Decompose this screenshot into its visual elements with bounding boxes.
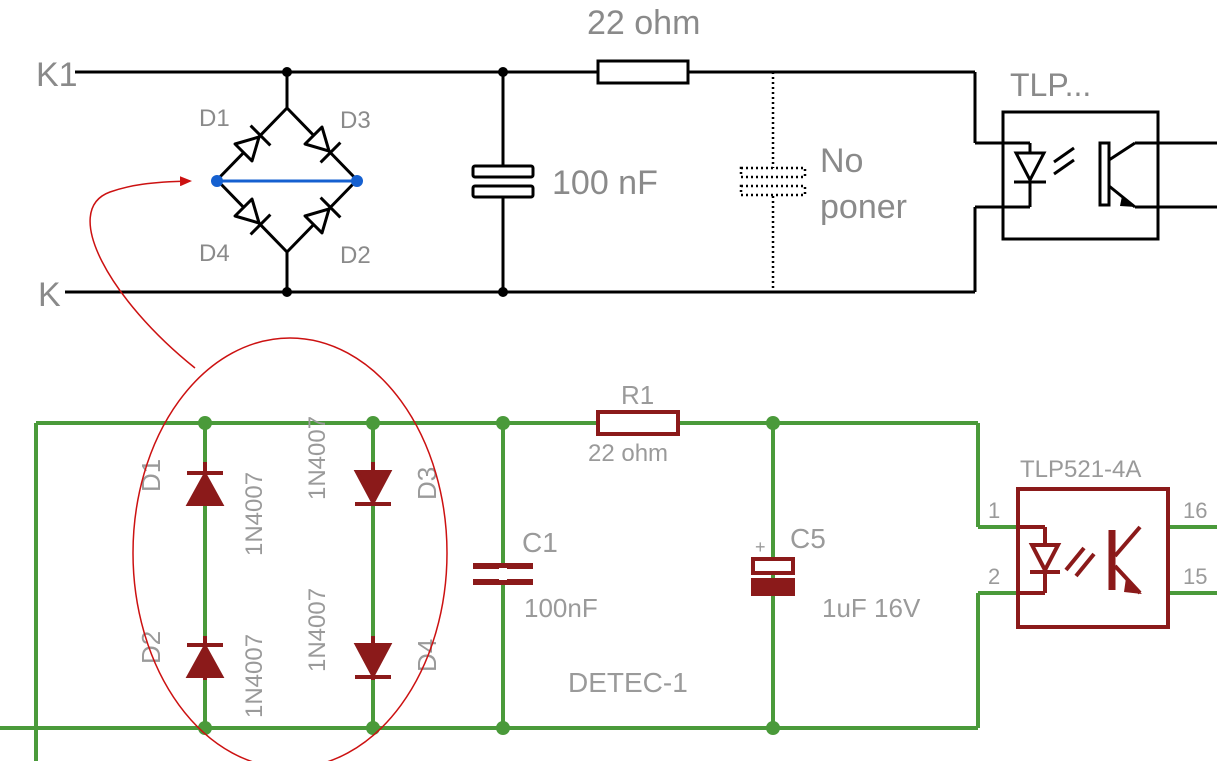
capacitor-c5-symbol (751, 557, 795, 596)
diode-d4-pcb-symbol (353, 636, 393, 680)
bridge-link-node-left (211, 175, 223, 187)
bridge-link-node-right (351, 175, 363, 187)
diode-d3-label: D3 (340, 107, 371, 134)
c5-value-label: 1uF 16V (822, 593, 921, 623)
resistor-value-label: 22 ohm (587, 4, 700, 42)
pin-15-label: 15 (1183, 564, 1207, 589)
pcb-diode-d1-part: 1N4007 (241, 472, 268, 556)
optional-cap-note-line2: poner (820, 188, 907, 226)
diode-d4-symbol (233, 197, 272, 236)
resistor-r1-symbol (596, 410, 680, 436)
pcb-diode-d3-label: D3 (412, 467, 442, 500)
top-junctions (282, 67, 508, 297)
optional-capacitor-dotted (739, 72, 807, 292)
optional-cap-note-line1: No (820, 142, 863, 180)
pin-16-label: 16 (1183, 498, 1207, 523)
net-label-detec: DETEC-1 (568, 667, 688, 698)
optocoupler-bottom (1016, 487, 1170, 629)
pin-2-label: 2 (988, 564, 1000, 589)
bottom-junctions (198, 416, 780, 735)
bridge-diodes (233, 124, 342, 236)
bottom-diodes (185, 462, 393, 680)
diode-d3-pcb-symbol (353, 462, 393, 507)
transistor-emitter-arrow (1120, 196, 1136, 207)
annotation-ellipse (132, 337, 448, 761)
top-wires (65, 70, 1005, 294)
c5-name-label: C5 (790, 523, 826, 554)
diode-d4-label: D4 (199, 240, 230, 267)
terminal-k-label: K (38, 276, 61, 314)
optocoupler-part-label: TLP521-4A (1020, 456, 1141, 483)
resistor-22-ohm-symbol (596, 59, 690, 85)
c1-name-label: C1 (522, 527, 558, 558)
top-schematic: K1 K D1 D3 D4 D2 22 ohm 100 nF No poner … (36, 4, 1217, 314)
pcb-diode-d3-part: 1N4007 (304, 416, 331, 500)
optocoupler-top-label: TLP... (1010, 67, 1091, 103)
capacitor-value-label: 100 nF (552, 164, 658, 202)
diode-d1-pcb-symbol (185, 462, 225, 506)
bottom-schematic: + R1 22 ohm (0, 380, 1217, 761)
r1-value-label: 22 ohm (588, 440, 668, 467)
capacitor-100nf-symbol (471, 164, 535, 199)
diode-d1-label: D1 (199, 105, 230, 132)
pcb-diode-d2-label: D2 (136, 631, 166, 664)
diode-d2-symbol (303, 196, 342, 235)
red-annotation (89, 176, 448, 761)
pcb-diode-d4-part: 1N4007 (304, 588, 331, 672)
diode-d2-label: D2 (340, 242, 371, 269)
r1-name-label: R1 (621, 380, 654, 410)
c5-polarity-mark: + (755, 537, 766, 557)
c1-value-label: 100nF (524, 593, 598, 623)
capacitor-c1-symbol (473, 563, 533, 585)
terminal-k1-label: K1 (36, 56, 78, 94)
pcb-diode-d4-label: D4 (412, 639, 442, 672)
optocoupler-top (1001, 110, 1217, 241)
diode-d3-symbol (303, 125, 342, 164)
diode-d2-pcb-symbol (185, 636, 225, 680)
annotation-arrow (89, 176, 196, 369)
pin-1-label: 1 (988, 498, 1000, 523)
pcb-transistor-emitter-arrow (1124, 578, 1142, 594)
pcb-diode-d2-part: 1N4007 (241, 634, 268, 718)
c1-gap (499, 568, 507, 580)
diode-d1-symbol (233, 124, 272, 163)
